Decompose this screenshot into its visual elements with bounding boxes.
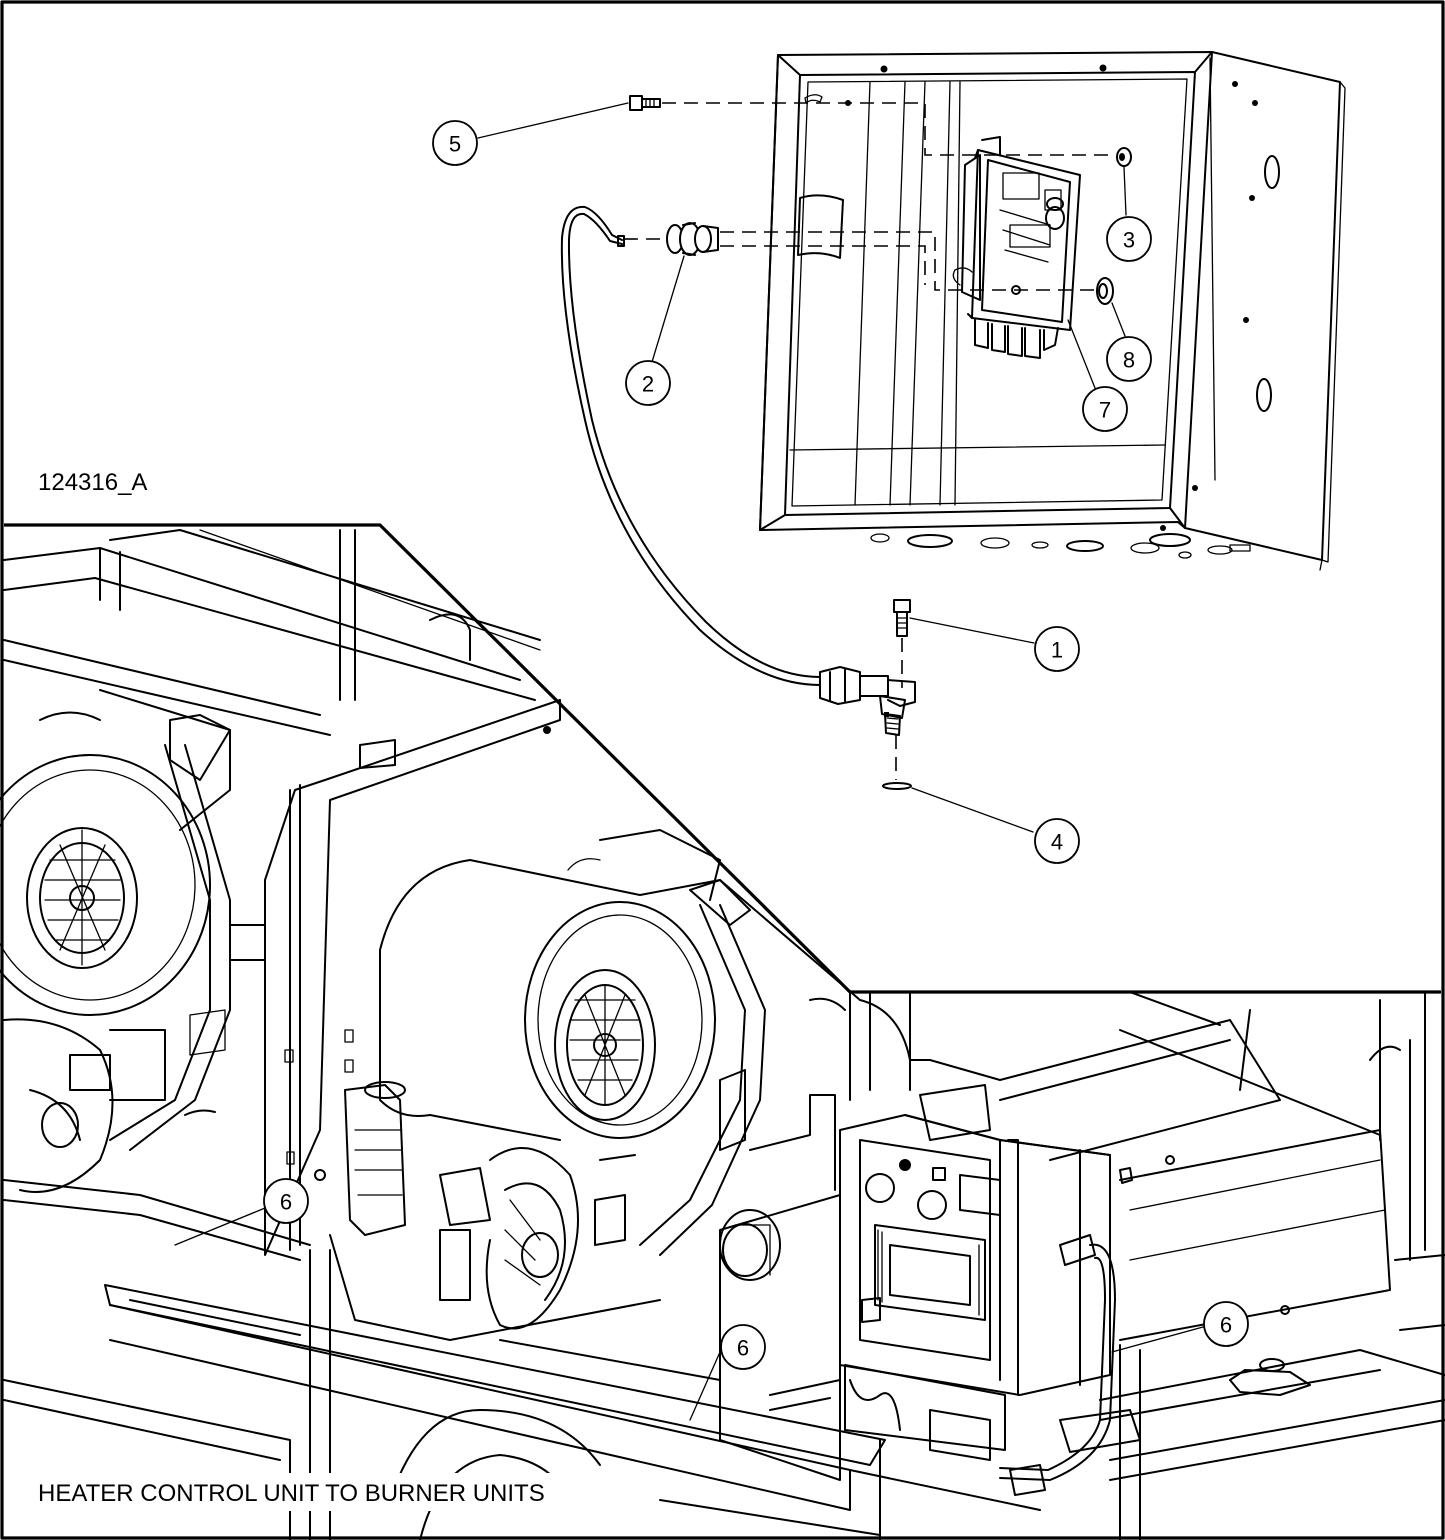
drawing-number: 124316_A <box>38 469 147 496</box>
figure-caption: HEATER CONTROL UNIT TO BURNER UNITS <box>38 1480 545 1507</box>
assembly-centerlines <box>624 102 1116 780</box>
callout-8: 8 <box>1106 336 1152 382</box>
control-board <box>952 136 1081 359</box>
callout-6-right: 6 <box>1203 1301 1249 1347</box>
callout-4: 4 <box>1034 818 1080 864</box>
bulkhead-connector-part-2 <box>666 222 719 256</box>
callout-2: 2 <box>625 360 671 406</box>
callout-6-center: 6 <box>720 1324 766 1370</box>
detail-view-frame <box>4 523 1441 994</box>
sensor-cable <box>560 205 821 686</box>
callout-label: 8 <box>1123 348 1135 373</box>
callout-3: 3 <box>1106 216 1152 262</box>
callout-label: 4 <box>1051 830 1063 855</box>
callout-1: 1 <box>1034 626 1080 672</box>
callout-label: 1 <box>1051 638 1063 663</box>
callout-label: 6 <box>737 1336 749 1361</box>
callout-label: 7 <box>1099 398 1111 423</box>
nut-part-3 <box>1116 147 1132 167</box>
callout-label: 3 <box>1123 228 1135 253</box>
flame-sensor <box>819 666 916 736</box>
burner-units-detail <box>0 529 1445 1540</box>
control-box-enclosure <box>759 51 1346 571</box>
callout-label: 6 <box>280 1190 292 1215</box>
bolt-part-1 <box>893 599 911 637</box>
gasket-part-4 <box>882 782 912 790</box>
screw-part-5 <box>629 94 823 111</box>
callout-7: 7 <box>1082 386 1128 432</box>
callout-label: 6 <box>1220 1313 1232 1338</box>
callout-label: 5 <box>449 132 461 157</box>
callout-5: 5 <box>432 120 478 166</box>
leader-lines <box>174 102 1204 1421</box>
callout-6-left: 6 <box>263 1178 309 1224</box>
callout-label: 2 <box>642 372 654 397</box>
grommet-part-8 <box>1096 277 1114 305</box>
